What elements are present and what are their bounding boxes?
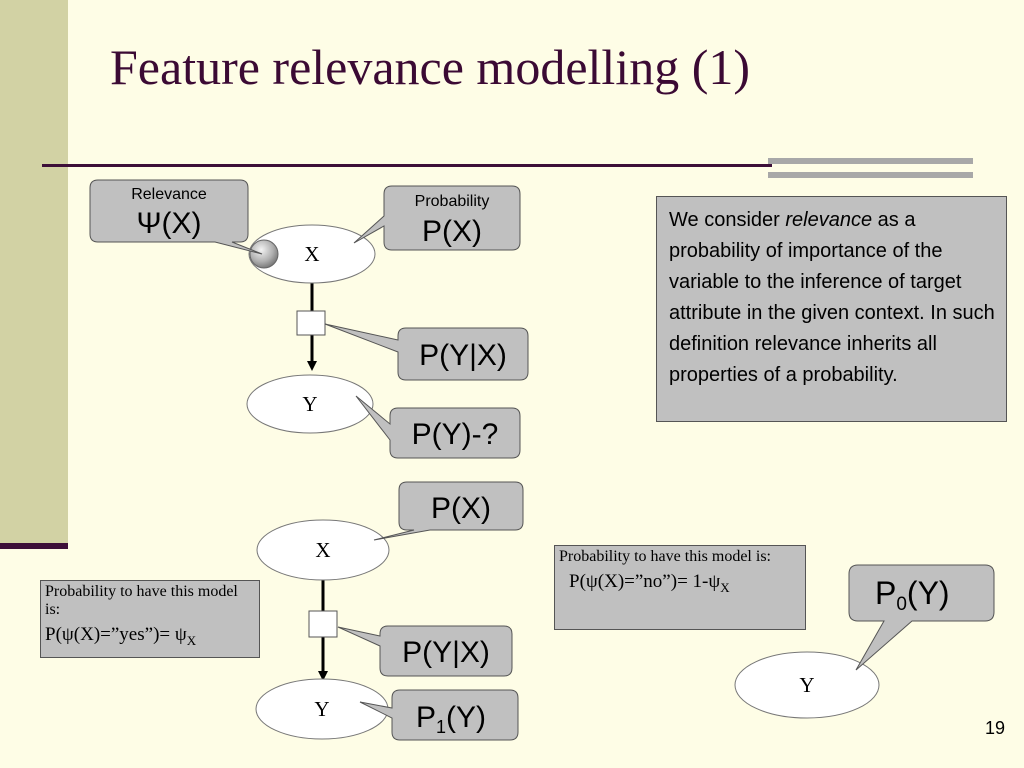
note-emphasis: relevance bbox=[785, 209, 873, 231]
probability-callout: Probability P(X) bbox=[353, 185, 521, 251]
top-node-y: Y bbox=[246, 374, 374, 434]
bottom-conditional-callout: P(Y|X) bbox=[337, 625, 513, 677]
svg-text:P(Y)-?: P(Y)-? bbox=[412, 418, 499, 451]
title-rule bbox=[42, 164, 772, 167]
svg-text:Y: Y bbox=[314, 697, 329, 721]
top-conditional-callout: P(Y|X) bbox=[324, 323, 529, 381]
svg-text:P(X): P(X) bbox=[431, 492, 491, 525]
bottom-node-y: Y bbox=[255, 678, 389, 740]
relevance-callout: Relevance Ψ(X) bbox=[89, 179, 263, 255]
svg-text:Y: Y bbox=[799, 673, 814, 697]
probability-no-formula: P(ψ(X)=”no”)= 1-ψX bbox=[569, 571, 730, 595]
svg-text:X: X bbox=[304, 242, 319, 266]
slide-title: Feature relevance modelling (1) bbox=[110, 39, 750, 95]
bottom-node-x: X bbox=[256, 519, 390, 581]
top-node-x: X bbox=[248, 224, 376, 284]
svg-text:P(Y|X): P(Y|X) bbox=[402, 636, 490, 669]
note-text-after: as a probability of importance of the va… bbox=[669, 209, 995, 386]
bottom-factor-node bbox=[308, 610, 338, 638]
page-number: 19 bbox=[984, 718, 1005, 738]
svg-text:P(Y|X): P(Y|X) bbox=[419, 339, 507, 372]
svg-text:Relevance: Relevance bbox=[131, 186, 207, 203]
unknown-callout: P(Y)-? bbox=[355, 395, 521, 459]
svg-text:Ψ(X): Ψ(X) bbox=[136, 207, 201, 240]
relevance-note: We consider relevance as a probability o… bbox=[656, 196, 1007, 422]
svg-text:X: X bbox=[315, 538, 330, 562]
title-rule-accent-top bbox=[768, 158, 973, 164]
bottom-px-callout: P(X) bbox=[373, 481, 524, 541]
top-factor-node bbox=[296, 310, 326, 336]
left-band-underline bbox=[0, 543, 68, 549]
p0-callout: P0(Y) bbox=[848, 564, 995, 671]
probability-no-caption: Probability to have this model is: bbox=[559, 548, 771, 565]
probability-no-box: Probability to have this model is: P(ψ(X… bbox=[554, 545, 806, 630]
right-node-y: Y bbox=[734, 651, 880, 719]
note-text-before: We consider bbox=[669, 209, 786, 231]
title-rule-accent-bottom bbox=[768, 172, 973, 178]
probability-yes-caption: Probability to have this model is: bbox=[45, 583, 238, 618]
probability-yes-formula: P(ψ(X)=”yes”)= ψX bbox=[45, 624, 197, 648]
svg-text:P1(Y): P1(Y) bbox=[416, 701, 486, 737]
p1-callout: P1(Y) bbox=[359, 689, 519, 741]
svg-text:P0(Y): P0(Y) bbox=[875, 575, 950, 615]
probability-yes-box: Probability to have this model is: P(ψ(X… bbox=[40, 580, 260, 658]
svg-text:Probability: Probability bbox=[415, 193, 490, 210]
left-decorative-band bbox=[0, 0, 68, 545]
svg-text:Y: Y bbox=[302, 392, 317, 416]
relevance-ball bbox=[249, 239, 279, 269]
svg-text:P(X): P(X) bbox=[422, 215, 482, 248]
